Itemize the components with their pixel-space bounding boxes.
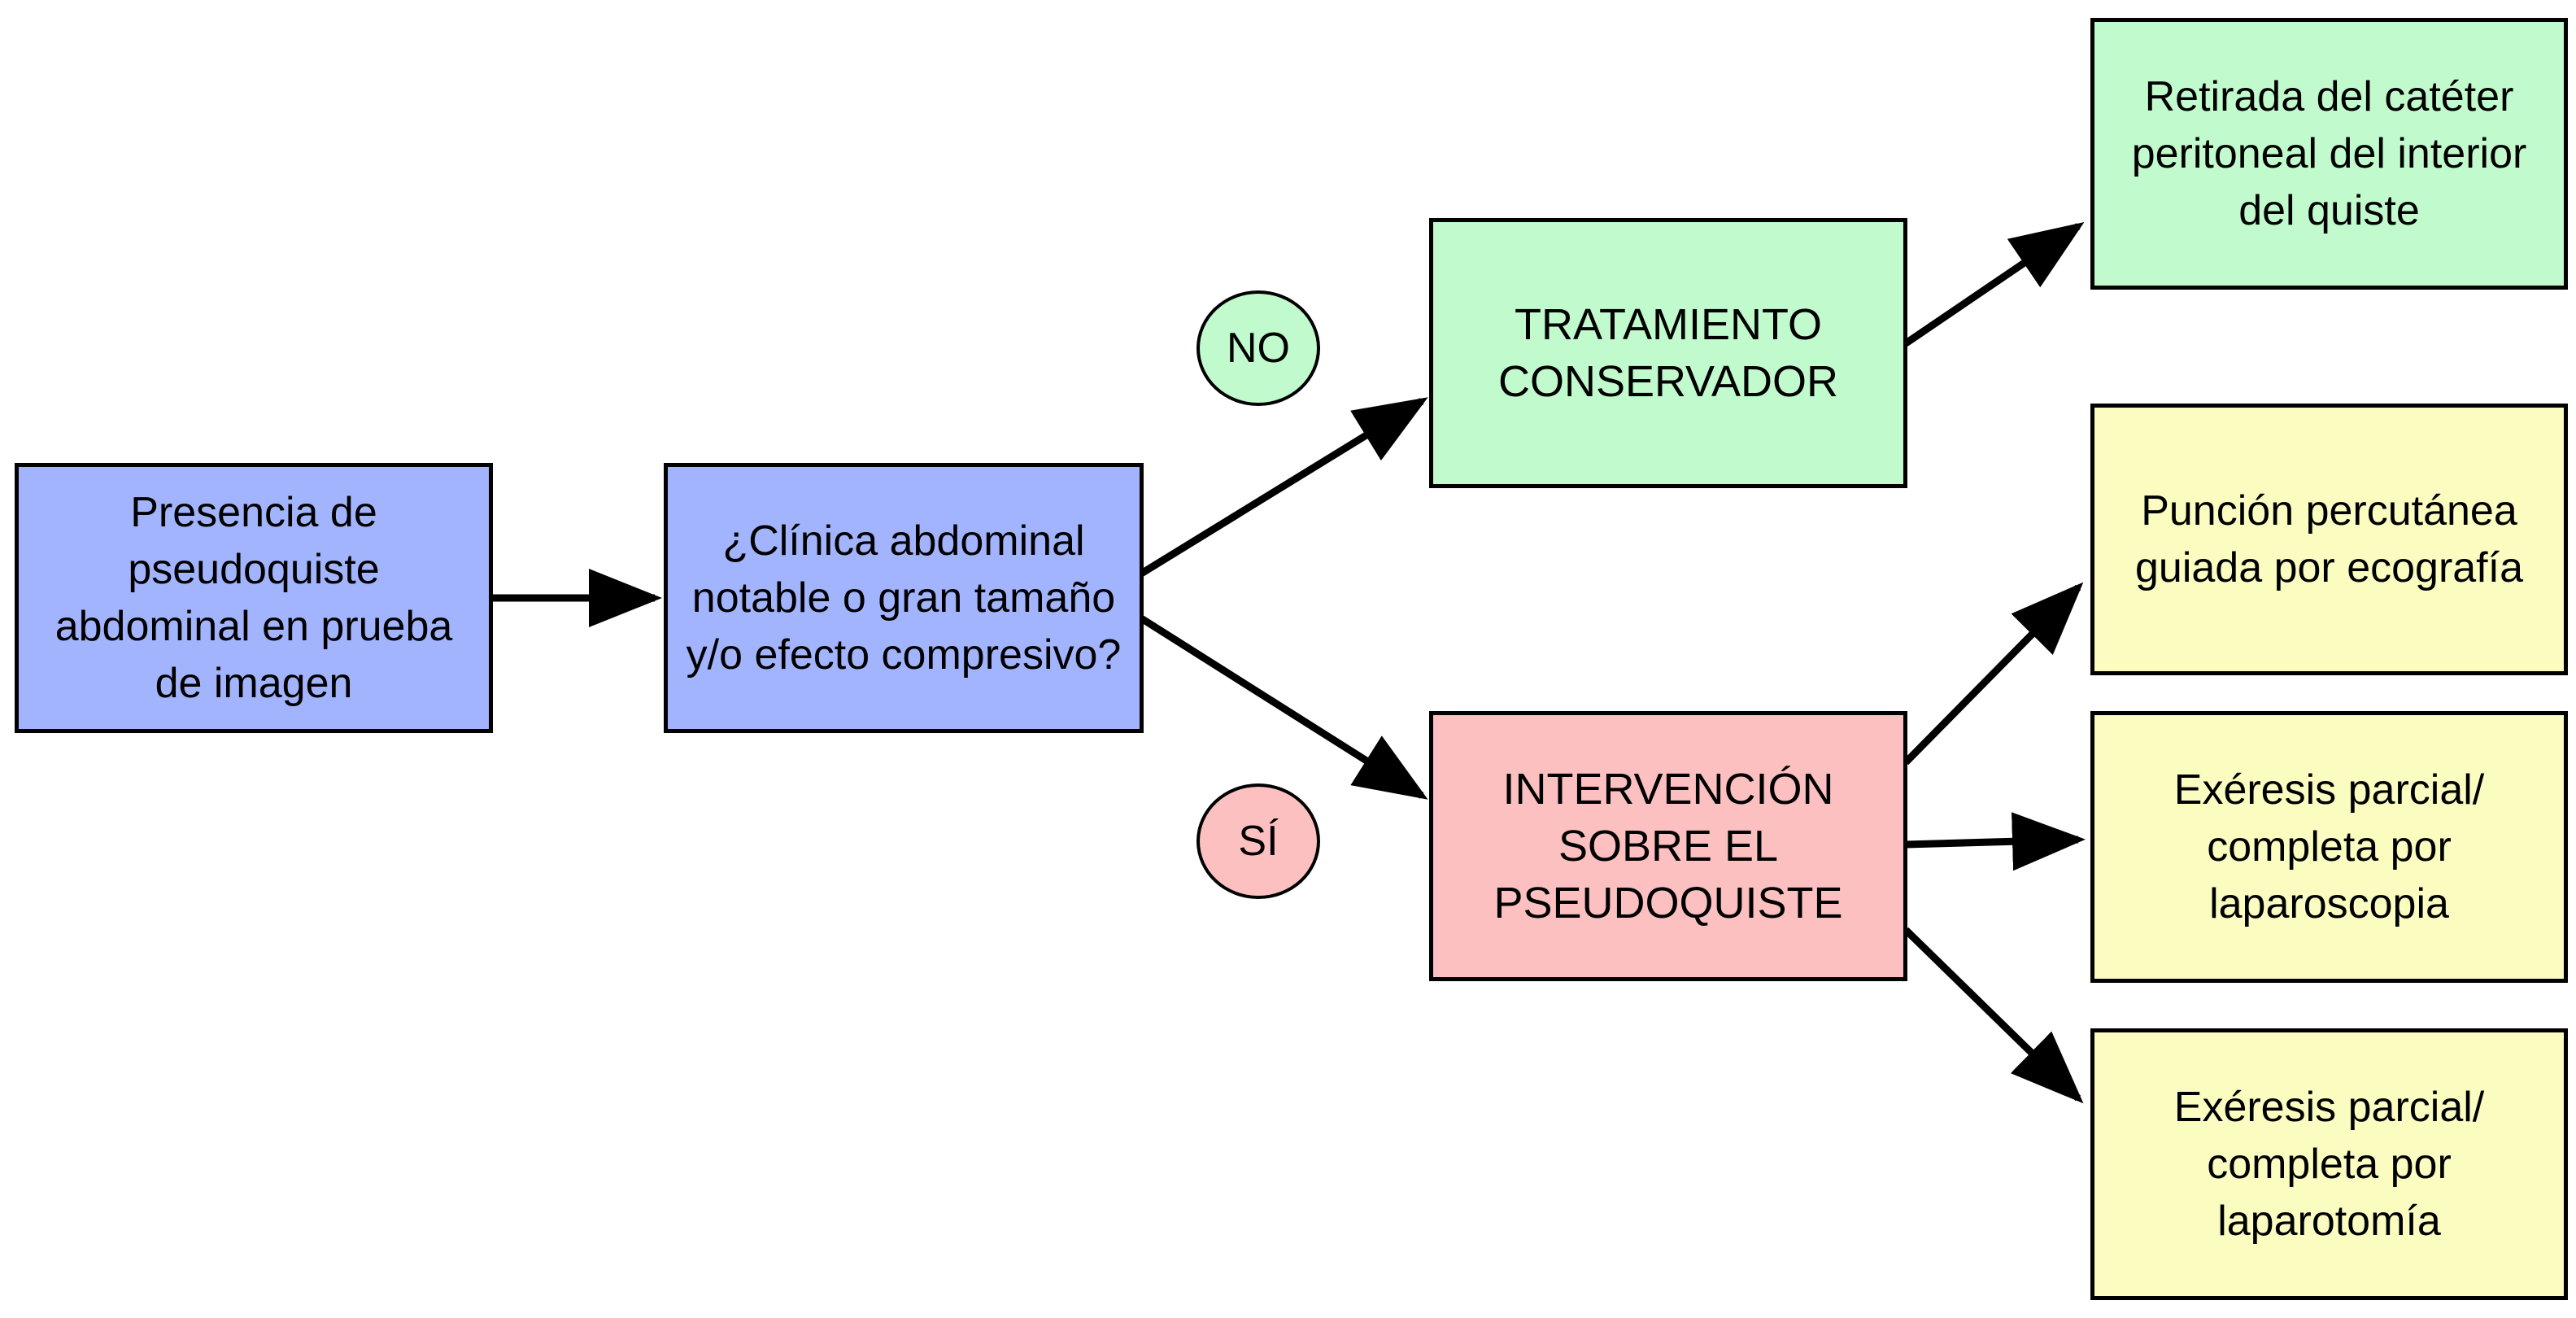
- intervention-node-label: INTERVENCIÓN SOBRE EL PSEUDOQUISTE: [1493, 765, 1843, 927]
- intervention-node: INTERVENCIÓN SOBRE EL PSEUDOQUISTE: [1429, 711, 1907, 981]
- laparoscopy-node-label: Exéresis parcial/ completa por laparosco…: [2173, 766, 2485, 927]
- arrow-question-to-conservative: [1139, 397, 1428, 577]
- question-node: ¿Clínica abdominal notable o gran tamaño…: [664, 463, 1144, 733]
- puncture-node: Punción percutánea guiada por ecografía: [2090, 404, 2568, 675]
- laparotomy-node: Exéresis parcial/ completa por laparotom…: [2090, 1028, 2568, 1300]
- conservative-node-label: TRATAMIENTO CONSERVADOR: [1497, 300, 1839, 406]
- yes-branch-badge: SÍ: [1196, 783, 1320, 899]
- conservative-node: TRATAMIENTO CONSERVADOR: [1429, 218, 1907, 488]
- arrow-intervention-to-laparotomy: [1903, 927, 2084, 1104]
- catheter-removal-node-label: Retirada del catéter peritoneal del inte…: [2131, 73, 2527, 234]
- arrow-intervention-to-puncture: [1903, 582, 2084, 766]
- start-node: Presencia de pseudoquiste abdominal en p…: [15, 463, 493, 733]
- no-branch-label: NO: [1227, 325, 1290, 372]
- arrow-intervention-to-laparoscopy: [1905, 812, 2086, 871]
- puncture-node-label: Punción percutánea guiada por ecografía: [2134, 487, 2523, 591]
- laparotomy-node-label: Exéresis parcial/ completa por laparotom…: [2173, 1084, 2485, 1245]
- start-node-label: Presencia de pseudoquiste abdominal en p…: [54, 489, 453, 707]
- no-branch-badge: NO: [1196, 290, 1320, 406]
- question-node-label: ¿Clínica abdominal notable o gran tamaño…: [686, 517, 1122, 679]
- arrow-question-to-intervention: [1139, 615, 1428, 800]
- catheter-removal-node: Retirada del catéter peritoneal del inte…: [2090, 18, 2568, 290]
- yes-branch-label: SÍ: [1238, 818, 1279, 865]
- arrow-conservative-to-catheter-removal: [1903, 221, 2085, 347]
- laparoscopy-node: Exéresis parcial/ completa por laparosco…: [2090, 711, 2568, 983]
